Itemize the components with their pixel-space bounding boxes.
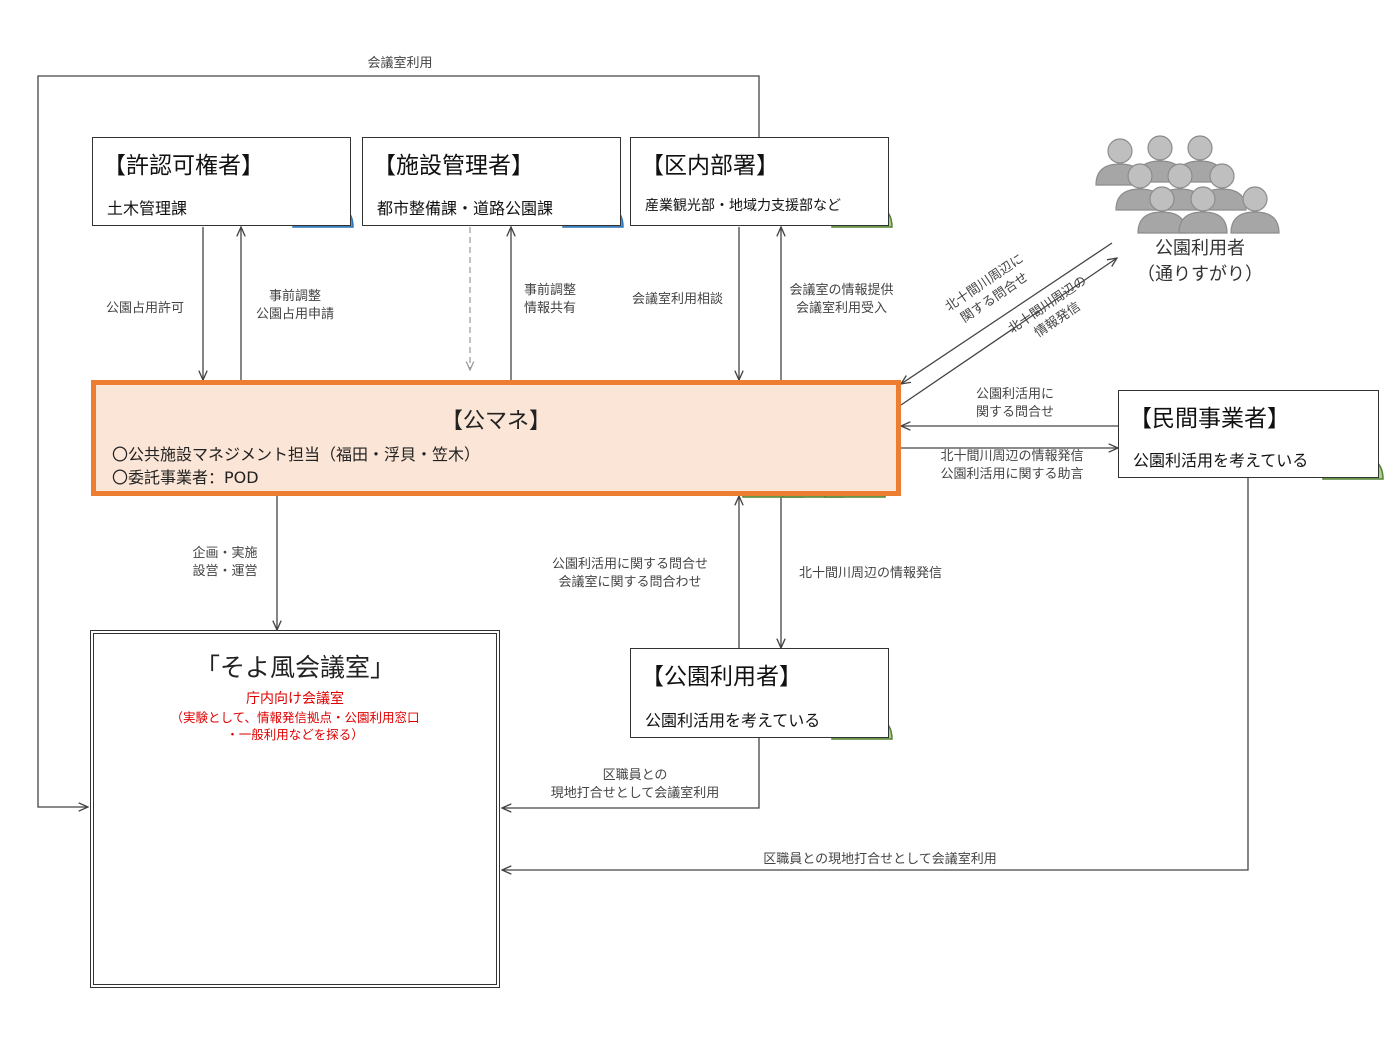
park-user-sub: 公園利活用を考えている [645,711,821,730]
private-business-sub: 公園利活用を考えている [1133,451,1309,470]
facility-manager-box: 【施設管理者】 都市整備課・道路公園課 [362,137,621,226]
meeting-room-red1: 庁内向け会議室 [246,691,344,707]
facility-manager-title: 【施設管理者】 [373,153,534,179]
meeting-room-box: 「そよ風会議室」 庁内向け会議室 （実験として、情報発信拠点・公園利用窓口 ・一… [90,630,500,988]
connector-top-loop [37,75,760,807]
park-user-box: 【公園利用者】 公園利活用を考えている [630,648,889,738]
meeting-room-title: 「そよ風会議室」 [194,653,395,682]
meeting-room-red2: （実験として、情報発信拠点・公園利用窓口 [170,710,420,725]
ward-dept-sub: 産業観光部・地域力支援部など [645,198,841,214]
label-top-loop: 会議室利用 [367,56,433,71]
arrow-passersby-out [900,258,1117,406]
private-business-box: 【民間事業者】 公園利活用を考えている [1118,390,1379,478]
facility-manager-sub: 都市整備課・道路公園課 [377,199,554,218]
permit-holder-sub: 土木管理課 [107,199,188,218]
koumane-line1: 〇公共施設マネジメント担当（福田・浮貝・笠木） [112,445,481,464]
label-room-info: 会議室の情報提供 会議室利用受入 [789,283,894,316]
arrow-user-room [502,738,760,808]
label-pre-adjust1: 事前調整 公園占用申請 [255,289,334,322]
label-room-consult: 会議室利用相談 [631,292,723,307]
label-user-out: 北十間川周辺の情報発信 [798,566,942,581]
koumane-line2: 〇委託事業者：POD [112,468,259,487]
arrow-private-room [502,478,1249,870]
label-private-out: 北十間川周辺の情報発信 公園利活用に関する助言 [940,449,1084,482]
label-pre-adjust2: 事前調整 情報共有 [523,283,576,316]
label-private-in: 公園利活用に 関する問合せ [975,387,1054,420]
label-user-in: 公園利活用に関する問合せ 会議室に関する問合わせ [551,557,708,590]
meeting-room-red3: ・一般利用などを探る） [226,727,364,742]
koumane-box: 【公マネ】 〇公共施設マネジメント担当（福田・浮貝・笠木） 〇委託事業者：POD [91,380,901,496]
arrow-passersby-in [901,242,1113,384]
label-park-permit: 公園占用許可 [105,301,184,316]
permit-holder-title: 【許認可権者】 [103,153,264,179]
label-plan: 企画・実施 設営・運営 [192,546,258,579]
ward-dept-box: 【区内部署】 産業観光部・地域力支援部など [630,137,889,226]
park-user-title: 【公園利用者】 [641,664,802,690]
label-user-room: 区職員との 現地打合せとして会議室利用 [550,768,720,801]
ward-dept-title: 【区内部署】 [641,153,779,179]
permit-holder-box: 【許認可権者】 土木管理課 [92,137,351,226]
passersby-label: 公園利用者 （通りすがり） [1137,238,1263,285]
private-business-title: 【民間事業者】 [1129,406,1290,432]
label-private-room: 区職員との現地打合せとして会議室利用 [763,852,997,867]
crowd-gray-icon [1095,135,1280,234]
koumane-title: 【公マネ】 [440,409,551,434]
